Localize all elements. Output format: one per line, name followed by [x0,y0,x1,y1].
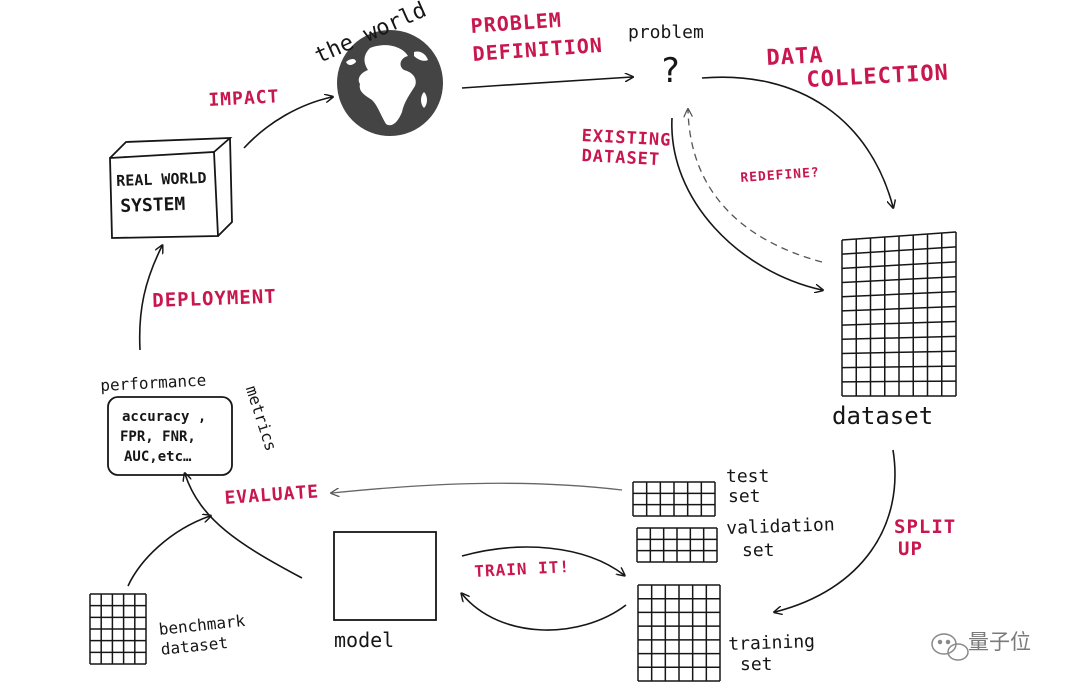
arrow-existing-dataset [672,118,822,290]
arrow-data-collection [702,77,893,207]
test-set-label-line1: test [726,468,769,486]
wechat-icon [932,634,968,660]
split-up-label-line1: SPLIT [894,518,956,537]
existing-dataset-label-line2: DATASET [581,148,660,169]
model-box [334,532,436,620]
training-set-grid [638,585,720,681]
metrics-line-3: AUC,etc… [124,450,191,464]
validation-set-label-line2: set [742,542,775,560]
validation-set-grid [637,528,717,562]
problem-question-mark: ? [660,54,680,88]
arrow-redefine [688,110,822,262]
deployment-label: DEPLOYMENT [152,288,277,311]
metrics-line-2: FPR, FNR, [120,430,196,444]
real-world-system-label-line2: SYSTEM [120,196,186,216]
model-label: model [334,630,394,650]
metrics-line-1: accuracy , [122,410,206,424]
benchmark-dataset-grid [90,594,146,664]
arrow-test-to-evaluate [332,483,622,493]
dataset-label: dataset [832,404,933,428]
arrow-benchmark [128,516,210,586]
real-world-system-label-line1: REAL WORLD [116,171,207,189]
test-set-label-line2: set [728,488,761,506]
problem-label: problem [628,24,704,42]
dataset-grid [842,232,956,396]
watermark-label: 量子位 [968,632,1031,653]
validation-set-label-line1: validation [726,516,835,538]
impact-label: IMPACT [208,88,280,110]
test-set-grid [633,482,715,516]
arrow-train-back [462,594,626,630]
problem-definition-label-line1: PROBLEM [470,10,562,36]
arrow-world-to-problem [462,77,632,88]
training-set-label-line1: training [728,633,815,654]
split-up-label-line2: UP [898,540,923,559]
data-collection-label-line1: DATA [766,45,824,70]
training-set-label-line2: set [740,656,773,674]
